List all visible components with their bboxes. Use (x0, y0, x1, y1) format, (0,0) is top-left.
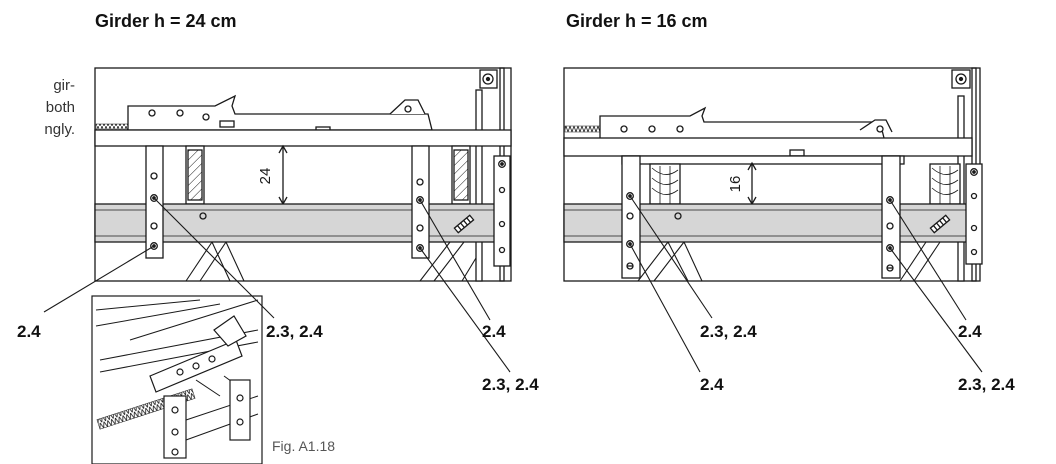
callout-right-b: 2.4 (700, 375, 724, 394)
left-side-post (493, 155, 511, 267)
left-main-beam (94, 129, 512, 147)
right-corner-icon (951, 69, 971, 89)
right-diagram-title: Girder h = 16 cm (566, 11, 708, 31)
callout-left-b: 2.3, 2.4 (266, 322, 323, 341)
leader-lines (43, 195, 983, 373)
left-diagram-title: Girder h = 24 cm (95, 11, 237, 31)
callout-left-a: 2.4 (17, 322, 41, 341)
left-roller-block-a (185, 145, 205, 205)
callout-left-c: 2.4 (482, 322, 506, 341)
callout-right-d: 2.3, 2.4 (958, 375, 1015, 394)
left-clamp-b (411, 145, 430, 259)
left-carriage (127, 94, 433, 131)
right-clamp-b (881, 155, 901, 279)
right-side-post (965, 163, 983, 265)
right-panel (563, 67, 983, 282)
left-roller-block-b (451, 145, 471, 205)
callout-right-a: 2.3, 2.4 (700, 322, 757, 341)
left-clamp-a (145, 145, 164, 259)
right-clamp-a (621, 155, 641, 279)
right-mesh-block-a (649, 163, 681, 205)
left-corner-icon (479, 69, 498, 89)
detail-inset (91, 295, 263, 464)
right-main-beam (563, 137, 973, 157)
side-text-line-2: both (45, 99, 75, 116)
side-text-line-3: ngly. (44, 121, 75, 138)
right-mesh-block-b (929, 163, 961, 205)
right-dimension-label: 16 (727, 176, 744, 193)
figure-label: Fig. A1.18 (272, 438, 336, 454)
right-carriage (599, 106, 885, 141)
side-text-line-1: gir- (53, 77, 75, 94)
callout-right-c: 2.4 (958, 322, 982, 341)
left-panel-frame (94, 67, 512, 282)
left-dimension-label: 24 (257, 168, 274, 185)
callout-left-d: 2.3, 2.4 (482, 375, 539, 394)
